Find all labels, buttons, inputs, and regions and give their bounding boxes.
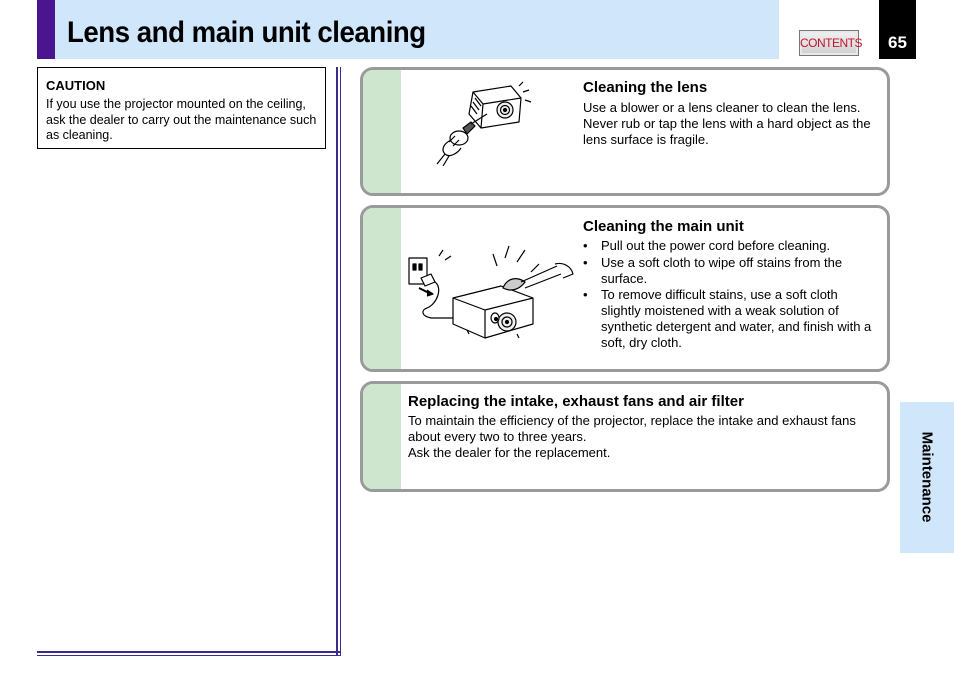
page-number: 65: [879, 0, 916, 59]
section-title-fans: Replacing the intake, exhaust fans and a…: [408, 393, 744, 410]
section-text-lens: Use a blower or a lens cleaner to clean …: [583, 100, 871, 147]
panel-strip: [363, 384, 401, 489]
column-divider-vertical: [336, 67, 338, 655]
column-divider-horizontal-inner: [37, 654, 341, 656]
side-tab-maintenance[interactable]: Maintenance: [900, 402, 954, 553]
contents-button[interactable]: CONTENTS: [799, 30, 863, 56]
caution-box: CAUTION If you use the projector mounted…: [37, 67, 326, 149]
list-item: Pull out the power cord before cleaning.: [583, 238, 881, 254]
title-accent-bar: [37, 0, 55, 59]
section-text-fans-1: To maintain the efficiency of the projec…: [408, 413, 856, 444]
caution-text: If you use the projector mounted on the …: [46, 97, 317, 142]
side-tab-label: Maintenance: [918, 431, 936, 523]
fans-replacement-panel: Replacing the intake, exhaust fans and a…: [360, 381, 890, 492]
list-item: Use a soft cloth to wipe off stains from…: [583, 255, 881, 287]
section-title-lens: Cleaning the lens: [583, 79, 708, 96]
lens-cleaning-illustration-icon: [436, 81, 532, 166]
lens-cleaning-panel: Cleaning the lens Use a blower or a lens…: [360, 67, 890, 196]
main-unit-cleaning-illustration-icon: [408, 245, 574, 339]
panel-strip: [363, 70, 401, 193]
page-title: Lens and main unit cleaning: [67, 16, 426, 49]
list-item: To remove difficult stains, use a soft c…: [583, 287, 881, 351]
section-text-fans-2: Ask the dealer for the replacement.: [408, 445, 611, 460]
column-divider-horizontal: [37, 651, 341, 653]
title-bar: [37, 0, 779, 59]
section-title-main-unit: Cleaning the main unit: [583, 218, 744, 235]
main-unit-cleaning-panel: Cleaning the main unit Pull out the powe…: [360, 205, 890, 372]
caution-title: CAUTION: [46, 78, 106, 93]
main-unit-bullet-list: Pull out the power cord before cleaning.…: [583, 238, 881, 352]
column-divider-vertical-inner: [339, 67, 341, 655]
panel-strip: [363, 208, 401, 369]
